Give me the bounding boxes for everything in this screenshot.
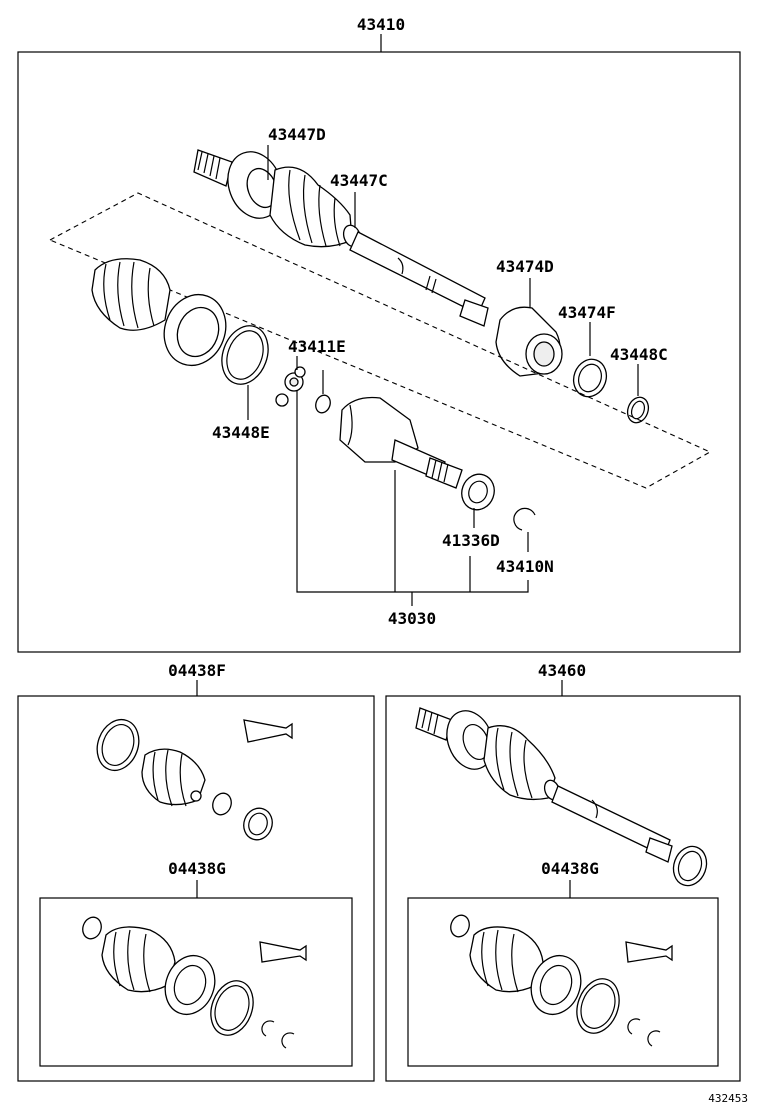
label-43474F: 43474F <box>558 303 616 322</box>
damper <box>495 306 563 377</box>
snap-ring <box>513 507 536 531</box>
kit-inner-right-parts <box>450 914 673 1047</box>
damper-clamp <box>572 358 608 398</box>
boot-kit-dashed-outline <box>48 192 712 489</box>
figure-id: 432453 <box>708 1092 748 1105</box>
oil-seal <box>461 473 495 511</box>
main-assembly-frame <box>17 51 741 653</box>
label-04438F: 04438F <box>168 661 226 680</box>
small-clamp <box>626 396 650 424</box>
label-43447C: 43447C <box>330 171 388 190</box>
inner-joint-housing <box>339 396 463 489</box>
tripod <box>275 366 306 407</box>
label-43411E: 43411E <box>288 337 346 356</box>
kit-inner-left-parts <box>82 916 307 1049</box>
tripod-snap-ring <box>315 394 331 414</box>
kit-outer-parts <box>96 718 293 841</box>
label-04438G-left: 04438G <box>168 859 226 878</box>
label-43448E: 43448E <box>212 423 270 442</box>
inner-boot <box>91 258 171 331</box>
inner-joint-ring <box>163 293 227 367</box>
outer-joint-shaft <box>415 707 708 887</box>
label-04438G-right: 04438G <box>541 859 599 878</box>
label-43447D: 43447D <box>268 125 326 144</box>
kit-04438F-frame <box>17 695 375 1082</box>
label-43410: 43410 <box>357 15 405 34</box>
label-41336D: 41336D <box>442 531 500 550</box>
kit-04438G-left-frame <box>39 897 353 1067</box>
label-43410N: 43410N <box>496 557 554 576</box>
label-43030: 43030 <box>388 609 436 628</box>
kit-04438G-right-frame <box>407 897 719 1067</box>
label-43460: 43460 <box>538 661 586 680</box>
outer-joint-43460-frame <box>385 695 741 1082</box>
label-43474D: 43474D <box>496 257 554 276</box>
label-43448C: 43448C <box>610 345 668 364</box>
outer-shaft-assembly <box>193 149 489 327</box>
